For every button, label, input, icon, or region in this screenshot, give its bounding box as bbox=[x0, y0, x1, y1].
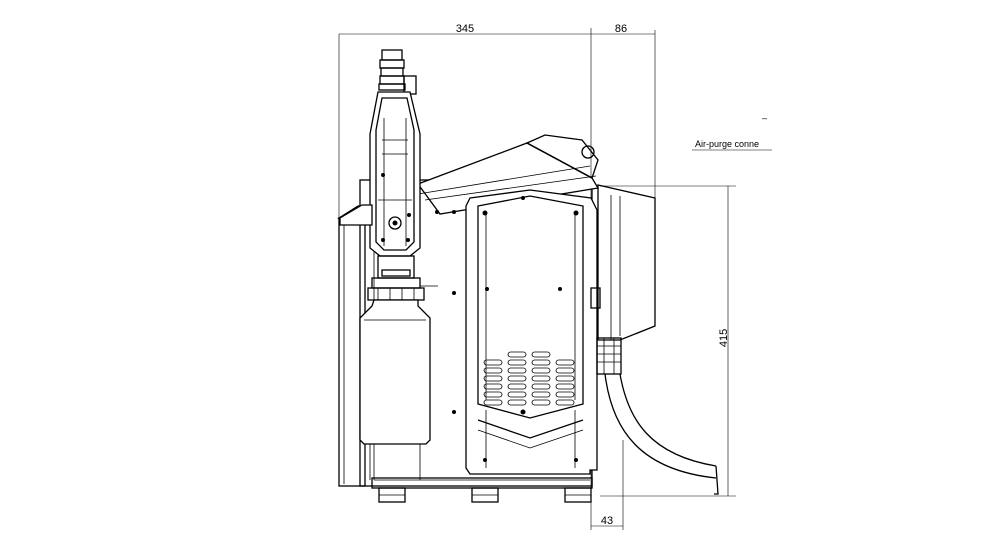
vent-slot bbox=[483, 391, 503, 398]
vent-slot bbox=[507, 383, 527, 390]
airpurge-connector bbox=[596, 337, 622, 375]
vent-slot bbox=[531, 391, 551, 398]
vent-slot bbox=[507, 359, 527, 366]
vent-slot bbox=[507, 351, 527, 358]
vent-slot bbox=[531, 375, 551, 382]
vent-slot bbox=[483, 367, 503, 374]
airpurge-label: Air-purge conne bbox=[695, 139, 759, 149]
vent-slot bbox=[531, 367, 551, 374]
vent-slot bbox=[507, 399, 527, 406]
hose bbox=[604, 373, 719, 495]
dim-width-main: 345 bbox=[456, 23, 474, 35]
vent-slot bbox=[555, 383, 575, 390]
vent-slot bbox=[555, 375, 575, 382]
side-hood bbox=[590, 184, 656, 341]
dim-width-side: 86 bbox=[615, 23, 627, 35]
vent-slot bbox=[483, 399, 503, 406]
vent-slot bbox=[483, 359, 503, 366]
vent-slot bbox=[555, 359, 575, 366]
vent-slot bbox=[483, 375, 503, 382]
front-door bbox=[435, 189, 598, 475]
dim-height: 415 bbox=[718, 329, 730, 347]
vent-slot bbox=[555, 399, 575, 406]
vent-grille bbox=[483, 351, 575, 406]
vent-slot bbox=[483, 383, 503, 390]
mounting-block bbox=[339, 204, 373, 226]
vent-slot bbox=[531, 359, 551, 366]
vent-slot bbox=[555, 391, 575, 398]
vent-slot bbox=[555, 367, 575, 374]
annotation-dash: – bbox=[762, 113, 767, 123]
cabinet-feet bbox=[378, 487, 592, 503]
dim-bottom-offset: 43 bbox=[601, 515, 613, 527]
vent-slot bbox=[507, 375, 527, 382]
ink-bottle bbox=[359, 287, 431, 480]
top-console bbox=[416, 134, 600, 215]
vent-slot bbox=[507, 367, 527, 374]
print-head-gun bbox=[369, 49, 438, 289]
vent-slot bbox=[531, 351, 551, 358]
vent-slot bbox=[507, 391, 527, 398]
vent-slot bbox=[531, 383, 551, 390]
vent-slot bbox=[531, 399, 551, 406]
